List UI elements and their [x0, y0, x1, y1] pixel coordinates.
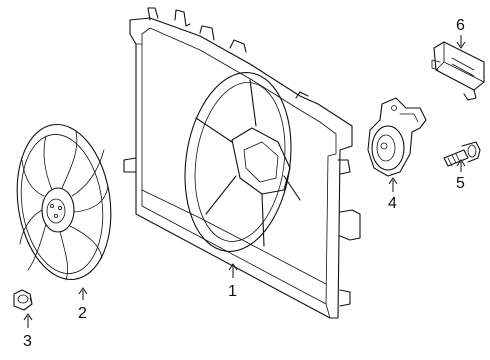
leader-lines [23, 35, 466, 328]
callout-2: 2 [78, 305, 87, 322]
control-module-part [431, 41, 485, 101]
fan-shroud-part [123, 7, 361, 319]
callout-4: 4 [388, 195, 397, 212]
nut-part [13, 289, 33, 311]
callout-3: 3 [23, 333, 32, 350]
fan-blade-part [16, 123, 112, 281]
fan-motor-part [367, 97, 427, 177]
callout-1: 1 [228, 283, 237, 300]
callout-5: 5 [456, 175, 465, 192]
callout-6: 6 [456, 17, 465, 34]
bolt-part [443, 141, 481, 167]
